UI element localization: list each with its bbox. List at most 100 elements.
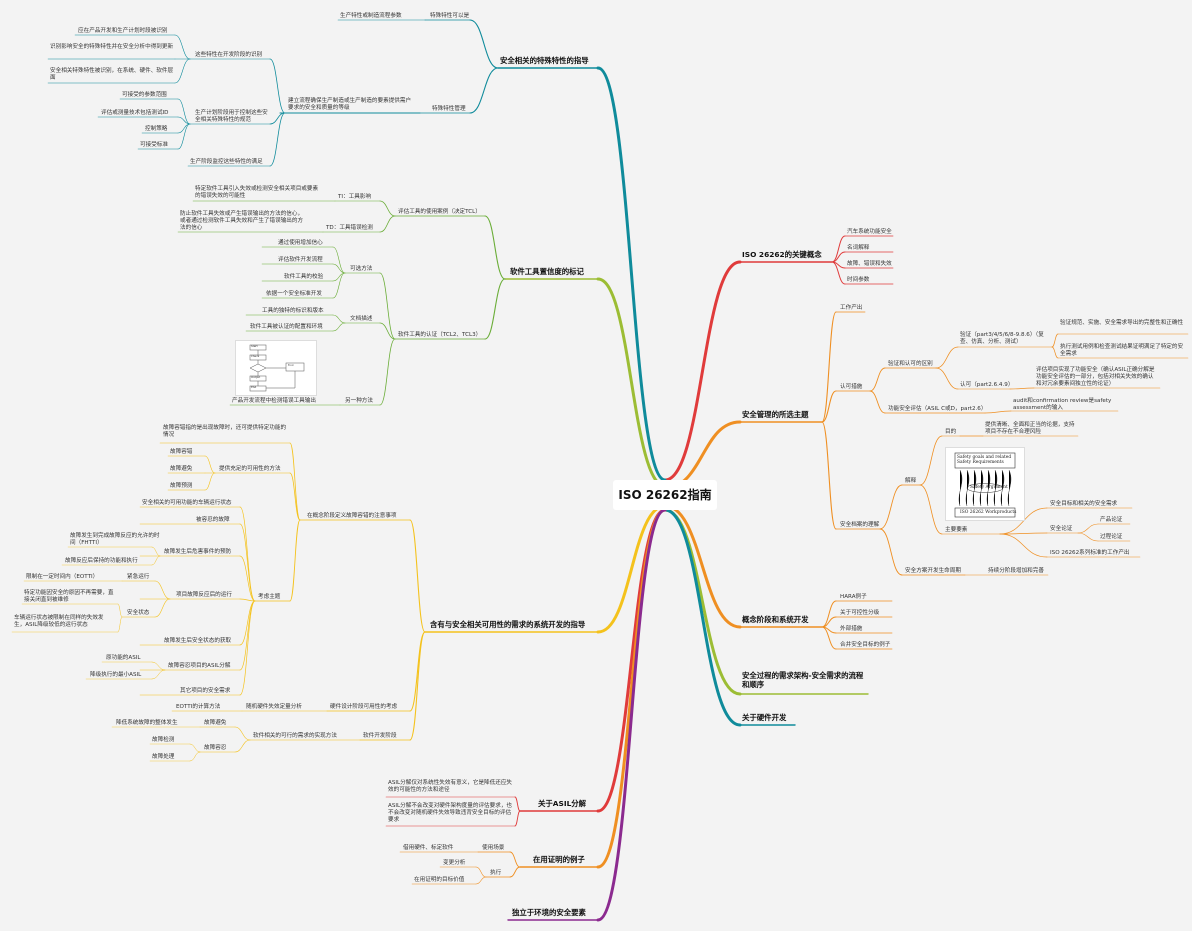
sm-validate[interactable]: 认可（part2.6.4.9）: [960, 382, 1014, 388]
cp-item[interactable]: HARA例子: [840, 594, 867, 600]
av-asil-item[interactable]: 原功能的ASIL: [106, 655, 141, 661]
tc-optional-item[interactable]: 通过使用增加信心: [278, 240, 323, 246]
av-provide-item[interactable]: 故障容错: [170, 449, 193, 455]
sc-identify-item[interactable]: 应在产品开发和生产计划时段被识别: [78, 28, 168, 34]
sc-identify-item[interactable]: 识别影响安全的特殊特性并在安全分析中得到更新: [50, 44, 174, 50]
av-asil-item[interactable]: 降级执行的最小ASIL: [90, 672, 142, 678]
av-prevent-item[interactable]: 故障反应后保持的功能和执行: [65, 558, 138, 564]
av-provide[interactable]: 提供充足的可用性的方法: [219, 466, 281, 472]
tc-doc-item[interactable]: 软件工具被认证的配置和环境: [250, 324, 323, 330]
av-concept-desc[interactable]: 故障容错指的是出现故障时，还可提供特定功能的情况: [163, 425, 287, 438]
tc-td[interactable]: TD：工具错误检测: [326, 225, 373, 231]
sc-mgmt-desc[interactable]: 建立流程确保生产制造或生产制造的要素提供需户要求的安全和质量的等级: [288, 98, 412, 111]
piu-usage[interactable]: 使用场景: [482, 845, 505, 851]
sm-purpose[interactable]: 目的: [945, 429, 957, 435]
av-prevent-item[interactable]: 故障发生到完成故障反应的允许的时间（FHTTI）: [70, 533, 160, 546]
av-tol[interactable]: 故障容忍: [204, 745, 227, 751]
sm-fsa-item[interactable]: audit和confirmation review是safety assessm…: [1013, 398, 1112, 411]
sc-plan-item[interactable]: 可接受标准: [140, 142, 168, 148]
branch-asil[interactable]: 关于ASIL分解: [538, 799, 587, 808]
av-tol-item[interactable]: 故障检测: [152, 737, 175, 743]
av-hw-mid[interactable]: 随机硬件失效定量分析: [246, 704, 302, 710]
kc-item[interactable]: 汽车系统功能安全: [847, 229, 892, 235]
tc-usecase[interactable]: 评估工具的使用案例（决定TCL）: [398, 209, 481, 215]
sm-argument-item[interactable]: 产品论证: [1100, 517, 1123, 523]
av-topic[interactable]: 其它项目的安全需求: [180, 688, 231, 694]
sm-validate-item[interactable]: 评估项目实现了功能安全（确认ASIL正确分解是功能安全评估的一部分，包括对相关失…: [1036, 367, 1155, 387]
sc-mgmt[interactable]: 特殊特性管理: [432, 106, 466, 112]
branch-concept-phase[interactable]: 概念阶段和系统开发: [742, 615, 809, 624]
tc-ti-desc[interactable]: 特定软件工具引入失效或检测安全相关项目或要素的错误失效的可能性: [195, 186, 319, 199]
piu-exec-item[interactable]: 变更分析: [443, 860, 466, 866]
piu-exec-item[interactable]: 在用证明的目标价值: [414, 877, 465, 883]
tc-other[interactable]: 另一种方法: [345, 398, 373, 404]
tc-optional-item[interactable]: 依据一个安全标准开发: [266, 291, 322, 297]
av-emergency-item[interactable]: 限制在一定时间内（EOTTI）: [26, 574, 99, 580]
tc-optional[interactable]: 可选方法: [350, 266, 373, 272]
sc-identify-item[interactable]: 安全相关特殊特性被识别，在系统、硬件、软件层面: [50, 68, 174, 81]
av-hw-item[interactable]: EOTTI的计算方法: [176, 704, 221, 710]
sm-fsa[interactable]: 功能安全评估（ASIL C或D，part2.6）: [888, 406, 987, 412]
av-provide-item[interactable]: 故障避免: [170, 466, 193, 472]
branch-key-concepts[interactable]: ISO 26262的关键概念: [742, 250, 822, 259]
cp-item[interactable]: 合并安全目标的例子: [840, 642, 891, 648]
tc-doc-item[interactable]: 工具的独特的标识和版本: [262, 308, 324, 314]
kc-item[interactable]: 故障、错误和失效: [847, 261, 892, 267]
sm-element[interactable]: 安全目标和相关的安全需求: [1050, 501, 1118, 507]
av-tol-item[interactable]: 故障处理: [152, 754, 175, 760]
av-hw[interactable]: 硬件设计阶段可用性的考虑: [330, 704, 398, 710]
av-provide-item[interactable]: 故障预测: [170, 483, 193, 489]
sm-element[interactable]: 安全论证: [1050, 526, 1073, 532]
branch-availability[interactable]: 含有与安全相关可用性的需求的系统开发的指导: [430, 620, 586, 629]
sm-verify[interactable]: 验证（part3/4/5/6/8-9.8.6）（复查、仿真、分析、测试）: [960, 332, 1044, 345]
av-concept[interactable]: 在概念阶段定义故障容错的注意事项: [307, 513, 397, 519]
sc-plan-item[interactable]: 评估或测量技术包括测试ID: [101, 110, 169, 116]
asil-item[interactable]: ASIL分解仅对系统性失效有意义，它是降低还应失效的可能性的方法和途径: [388, 780, 513, 793]
cp-item[interactable]: 关于可控性分级: [840, 610, 880, 616]
sc-can-be-item[interactable]: 生产特性或制造流程参数: [340, 13, 402, 19]
sm-verify-item[interactable]: 验证规范、实施、安全需求导出的完整性和正确性: [1060, 320, 1184, 326]
sm-work-output[interactable]: 工作产出: [840, 305, 863, 311]
tc-optional-item[interactable]: 软件工具的校验: [284, 274, 324, 280]
sc-plan-item[interactable]: 控制策略: [145, 126, 168, 132]
sm-argument-item[interactable]: 过程论证: [1100, 534, 1123, 540]
sm-lifecycle-item[interactable]: 持续分阶段增加和完善: [988, 568, 1044, 574]
sm-verify-item[interactable]: 执行测试用例和检查测试结果证明满足了特定的安全需求: [1060, 344, 1184, 357]
av-topic[interactable]: 项目故障反应后的运行: [176, 592, 232, 598]
sc-plan[interactable]: 生产计划阶段用于控制这些安全相关特殊特性的规范: [195, 110, 268, 123]
av-emergency[interactable]: 紧急运行: [127, 574, 150, 580]
branch-special-char[interactable]: 安全相关的特殊特性的指导: [500, 56, 589, 65]
kc-item[interactable]: 名词解释: [847, 245, 870, 251]
av-topic[interactable]: 安全相关的可用功能的车辆运行状态: [142, 500, 232, 506]
av-avoid-item[interactable]: 降低系统故障的整体发生: [116, 720, 178, 726]
branch-proven-in-use[interactable]: 在用证明的例子: [533, 855, 585, 864]
branch-tool-confidence[interactable]: 软件工具置信度的标记: [510, 267, 584, 276]
av-avoid[interactable]: 故障避免: [204, 720, 227, 726]
tc-td-desc[interactable]: 防止软件工具失效或产生错误输出的方法的信心，或者通过检测软件工具失效和产生了错误…: [180, 211, 304, 231]
tc-doc[interactable]: 文档描述: [350, 316, 373, 322]
branch-process[interactable]: 安全过程的需求架构-安全需求的流程和顺序: [742, 671, 864, 689]
asil-item[interactable]: ASIL分解不会改变对硬件架构度量的评估要求，也不会改变对随机硬件失效导致违背安…: [388, 803, 513, 823]
sc-plan-item[interactable]: 可接受的参数范围: [122, 92, 167, 98]
cp-item[interactable]: 外部措施: [840, 626, 863, 632]
sm-vv-diff[interactable]: 验证和认可的区别: [888, 361, 933, 367]
av-topic[interactable]: 故障容忍项目的ASIL分解: [168, 663, 231, 669]
sm-element[interactable]: ISO 26262系列标准的工作产出: [1050, 550, 1130, 556]
av-sw[interactable]: 软件开发阶段: [363, 733, 397, 739]
av-safestate-item[interactable]: 车辆运行状态被限制在同样的失效发生，ASIL降级较低的运行状态: [14, 615, 104, 628]
tc-other-item[interactable]: 产品开发流程中检测错误工具输出: [232, 398, 316, 404]
tc-ti[interactable]: TI：工具影响: [338, 194, 372, 200]
sc-can-be[interactable]: 特殊特性可以是: [430, 13, 470, 19]
piu-exec[interactable]: 执行: [490, 870, 502, 876]
av-safestate-item[interactable]: 特定功能因安全的原因不再需要，直接关闭直到被维修: [24, 590, 114, 603]
branch-seooc[interactable]: 独立于环境的安全要素: [512, 908, 586, 917]
sm-confirm[interactable]: 认可措施: [840, 384, 863, 390]
kc-item[interactable]: 时间参数: [847, 277, 870, 283]
tc-qual[interactable]: 软件工具的认证（TCL2、TCL3）: [398, 332, 482, 338]
sm-purpose-item[interactable]: 提供清晰、全面和正当的论据，支持项目不存在不合理风险: [985, 422, 1075, 435]
piu-usage-item[interactable]: 借用硬件、标定软件: [403, 845, 454, 851]
av-topic[interactable]: 故障发生后危害事件的预防: [164, 549, 232, 555]
sm-main-elements[interactable]: 主要要素: [945, 527, 968, 533]
branch-hardware[interactable]: 关于硬件开发: [742, 713, 787, 722]
root-node[interactable]: ISO 26262指南: [613, 480, 717, 510]
